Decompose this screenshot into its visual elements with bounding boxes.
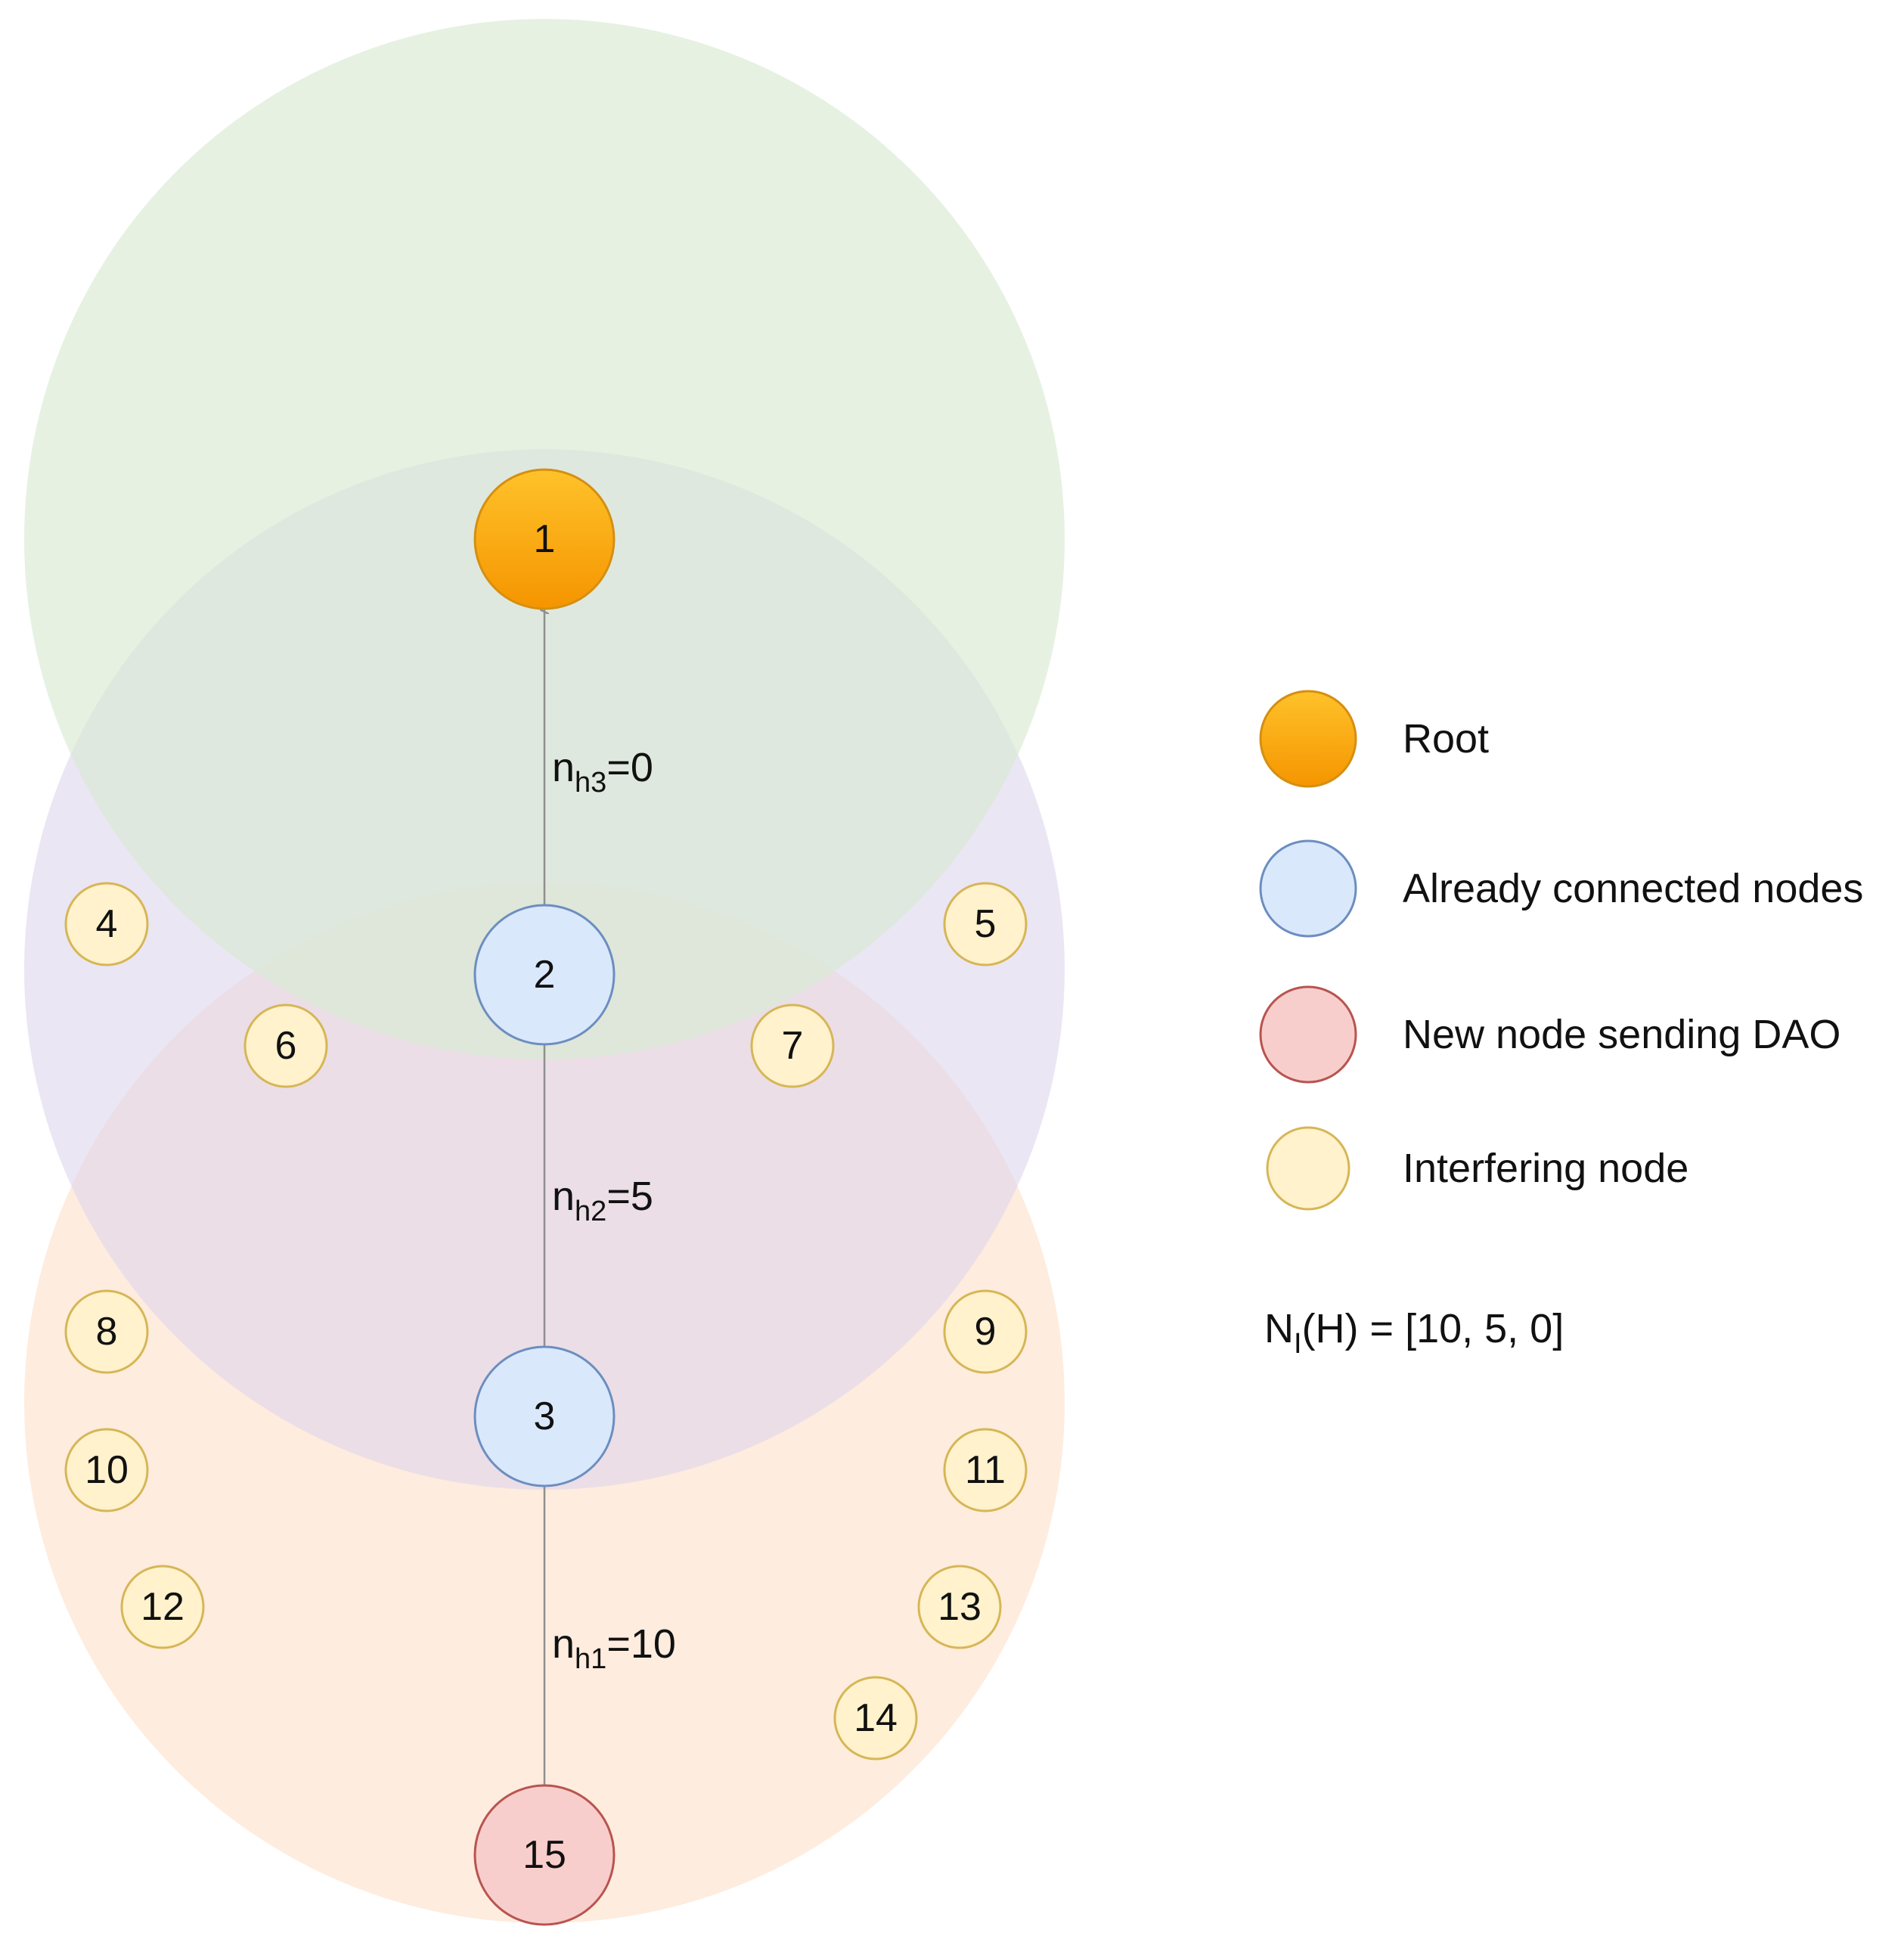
legend-label-connected: Already connected nodes bbox=[1403, 866, 1863, 911]
node-3-outline bbox=[473, 1345, 616, 1487]
node-1-label: 1 bbox=[534, 517, 556, 561]
node-root: 1 bbox=[473, 468, 616, 610]
legend-swatch-interfering-outline bbox=[1266, 1126, 1350, 1211]
interfering-node-4: 4 bbox=[64, 882, 149, 966]
node-15-circle bbox=[475, 1785, 614, 1925]
interfering-node-6: 6 bbox=[243, 1004, 328, 1088]
node-7-outline bbox=[750, 1004, 835, 1088]
legend-swatch-connected bbox=[1261, 841, 1356, 936]
interfering-node-11: 11 bbox=[943, 1428, 1028, 1512]
node-connected-3: 3 bbox=[473, 1345, 616, 1487]
interfering-node-14: 14 bbox=[833, 1676, 918, 1760]
legend: Root Already connected nodes New node se… bbox=[1259, 690, 1863, 1211]
node-15-outline bbox=[473, 1784, 616, 1926]
legend-swatch-root bbox=[1259, 690, 1357, 788]
edge-label-h1: nh1=10 bbox=[552, 1621, 676, 1675]
legend-item-interfering: Interfering node bbox=[1266, 1126, 1688, 1211]
edge-labels: nh3=0 nh2=5 nh1=10 bbox=[552, 745, 676, 1675]
legend-swatch-new bbox=[1261, 987, 1356, 1082]
node-8-outline bbox=[64, 1289, 149, 1374]
node-15-label: 15 bbox=[523, 1833, 566, 1877]
interfering-node-5: 5 bbox=[943, 882, 1028, 966]
node-6-circle bbox=[245, 1005, 327, 1087]
edge-label-h2: nh2=5 bbox=[552, 1174, 653, 1227]
interfering-node-10: 10 bbox=[64, 1428, 149, 1512]
node-9-circle bbox=[944, 1291, 1026, 1373]
node-13-circle bbox=[919, 1566, 1000, 1648]
node-11-outline bbox=[943, 1428, 1028, 1512]
node-11-circle bbox=[944, 1429, 1026, 1511]
node-3-label: 3 bbox=[534, 1394, 556, 1438]
node-4-outline bbox=[64, 882, 149, 966]
interfering-node-13: 13 bbox=[917, 1565, 1002, 1649]
node-5-circle bbox=[944, 883, 1026, 965]
legend-label-interfering: Interfering node bbox=[1403, 1146, 1688, 1191]
node-2-circle bbox=[475, 905, 614, 1044]
node-12-label: 12 bbox=[141, 1585, 185, 1629]
node-9-label: 9 bbox=[975, 1310, 997, 1354]
edge-label-h3: nh3=0 bbox=[552, 745, 653, 799]
interference-formula: NI(H) = [10, 5, 0] bbox=[1264, 1306, 1564, 1360]
legend-label-root: Root bbox=[1403, 716, 1489, 762]
node-14-outline bbox=[833, 1676, 918, 1760]
legend-item-connected: Already connected nodes bbox=[1259, 839, 1863, 938]
node-13-outline bbox=[917, 1565, 1002, 1649]
legend-item-root: Root bbox=[1259, 690, 1489, 788]
node-12-circle bbox=[122, 1566, 203, 1648]
legend-swatch-connected-outline bbox=[1259, 839, 1357, 938]
node-6-label: 6 bbox=[275, 1024, 297, 1068]
interfering-node-9: 9 bbox=[943, 1289, 1028, 1374]
node-11-label: 11 bbox=[965, 1448, 1006, 1492]
node-1-circle bbox=[473, 468, 616, 610]
node-new-15: 15 bbox=[473, 1784, 616, 1926]
node-connected-2: 2 bbox=[473, 904, 616, 1046]
node-14-circle bbox=[835, 1677, 916, 1759]
legend-swatch-new-outline bbox=[1259, 985, 1357, 1084]
node-5-outline bbox=[943, 882, 1028, 966]
node-2-label: 2 bbox=[534, 953, 556, 997]
node-2-outline bbox=[473, 904, 616, 1046]
legend-item-new: New node sending DAO bbox=[1259, 985, 1840, 1084]
node-7-circle bbox=[752, 1005, 833, 1087]
node-10-outline bbox=[64, 1428, 149, 1512]
node-14-label: 14 bbox=[854, 1696, 898, 1740]
node-9-outline bbox=[943, 1289, 1028, 1374]
node-4-label: 4 bbox=[96, 902, 118, 946]
node-4-circle bbox=[66, 883, 147, 965]
interfering-node-12: 12 bbox=[120, 1565, 205, 1649]
node-10-circle bbox=[66, 1429, 147, 1511]
interfering-nodes: 4 5 6 7 8 bbox=[64, 882, 1028, 1760]
node-7-label: 7 bbox=[782, 1024, 804, 1068]
node-6-outline bbox=[243, 1004, 328, 1088]
legend-label-new: New node sending DAO bbox=[1403, 1012, 1840, 1057]
node-12-outline bbox=[120, 1565, 205, 1649]
legend-swatch-interfering bbox=[1267, 1128, 1349, 1209]
interfering-node-7: 7 bbox=[750, 1004, 835, 1088]
node-13-label: 13 bbox=[938, 1585, 981, 1629]
node-5-label: 5 bbox=[975, 902, 997, 946]
interfering-node-8: 8 bbox=[64, 1289, 149, 1374]
node-8-circle bbox=[66, 1291, 147, 1373]
node-3-circle bbox=[475, 1347, 614, 1486]
node-8-label: 8 bbox=[96, 1310, 118, 1354]
node-10-label: 10 bbox=[85, 1448, 129, 1492]
nodes: 1 2 3 15 4 5 bbox=[64, 468, 1028, 1926]
